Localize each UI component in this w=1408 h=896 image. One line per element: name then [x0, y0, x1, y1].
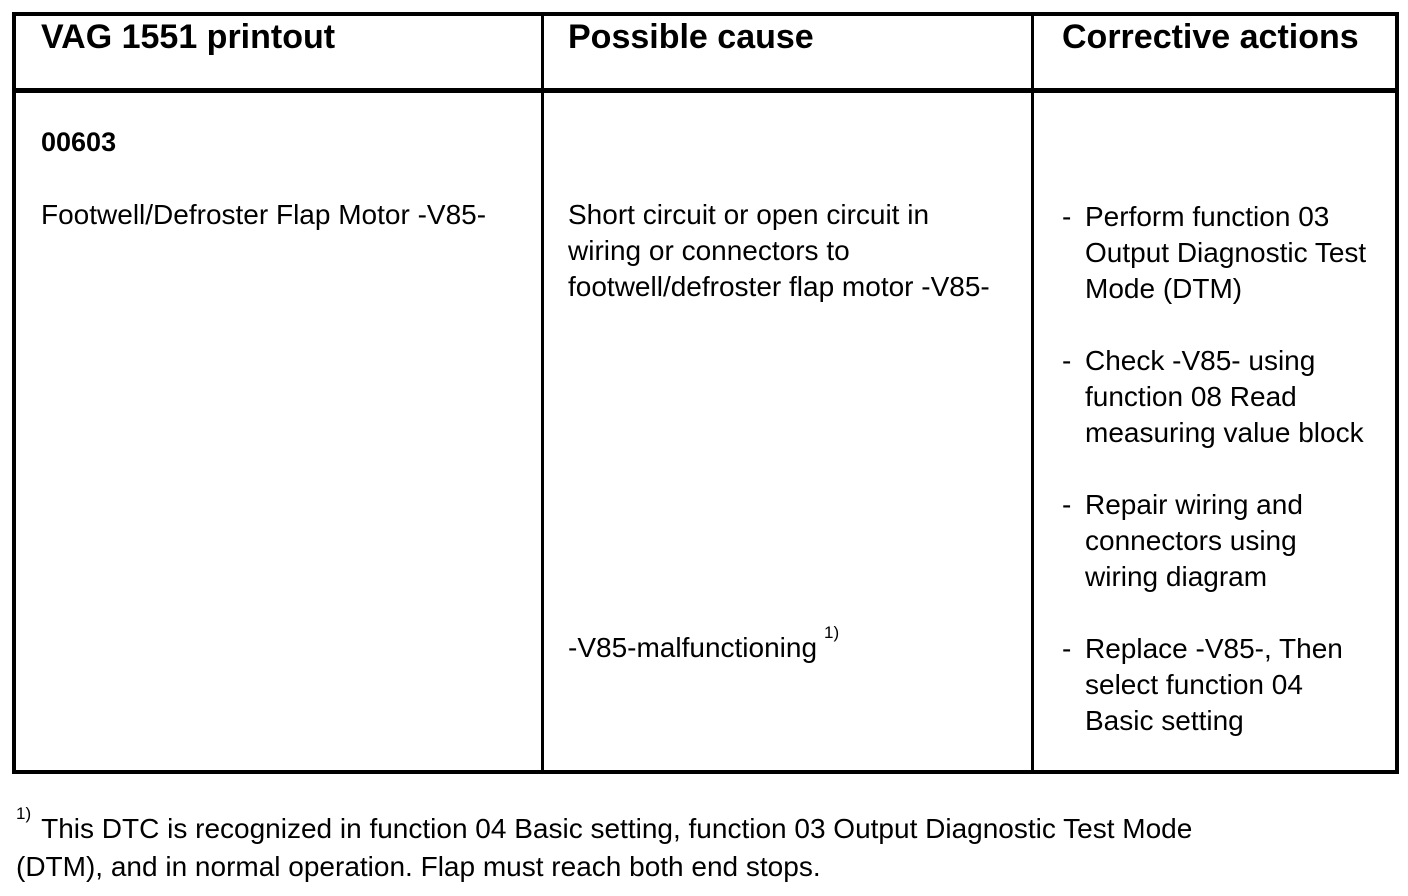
- footnote-ref-marker: 1): [824, 622, 840, 642]
- dtc-table: VAG 1551 printout Possible cause Correct…: [12, 12, 1399, 774]
- action-text: Replace -V85-, Then select function 04 B…: [1085, 633, 1343, 736]
- cause-item: -V85-malfunctioning 1): [568, 624, 1031, 666]
- action-item: - Check -V85- using function 08 Read mea…: [1062, 343, 1395, 451]
- dash-bullet-icon: -: [1062, 489, 1072, 520]
- column-header-vag-1551-printout: VAG 1551 printout: [16, 16, 541, 93]
- action-text: Repair wiring and connectors using wirin…: [1085, 489, 1303, 592]
- cell-corrective-actions: - Perform function 03 Output Diagnostic …: [1031, 93, 1395, 770]
- dash-bullet-icon: -: [1062, 201, 1072, 232]
- dtc-code: 00603: [41, 127, 117, 157]
- column-header-possible-cause: Possible cause: [541, 16, 1031, 93]
- column-header-corrective-actions: Corrective actions: [1031, 16, 1395, 93]
- footnote: 1)This DTC is recognized in function 04 …: [16, 805, 1398, 886]
- action-text: Check -V85- using function 08 Read measu…: [1085, 345, 1364, 448]
- action-item: - Replace -V85-, Then select function 04…: [1062, 631, 1395, 739]
- footnote-text: This DTC is recognized in function 04 Ba…: [16, 813, 1193, 882]
- footnote-ref-marker: 1): [16, 803, 32, 823]
- action-text: Perform function 03 Output Diagnostic Te…: [1085, 201, 1367, 304]
- dtc-label: Footwell/Defroster Flap Motor -V85-: [41, 199, 487, 230]
- action-item: - Perform function 03 Output Diagnostic …: [1062, 199, 1395, 307]
- cause-text: Short circuit or open circuit in wiring …: [568, 199, 990, 302]
- dash-bullet-icon: -: [1062, 633, 1072, 664]
- cell-possible-causes: Short circuit or open circuit in wiring …: [541, 93, 1031, 770]
- cell-dtc-printout: 00603 Footwell/Defroster Flap Motor -V85…: [16, 93, 541, 770]
- action-item: - Repair wiring and connectors using wir…: [1062, 487, 1395, 595]
- cause-item: Short circuit or open circuit in wiring …: [568, 197, 1031, 305]
- cause-text: -V85-malfunctioning: [568, 632, 818, 663]
- dash-bullet-icon: -: [1062, 345, 1072, 376]
